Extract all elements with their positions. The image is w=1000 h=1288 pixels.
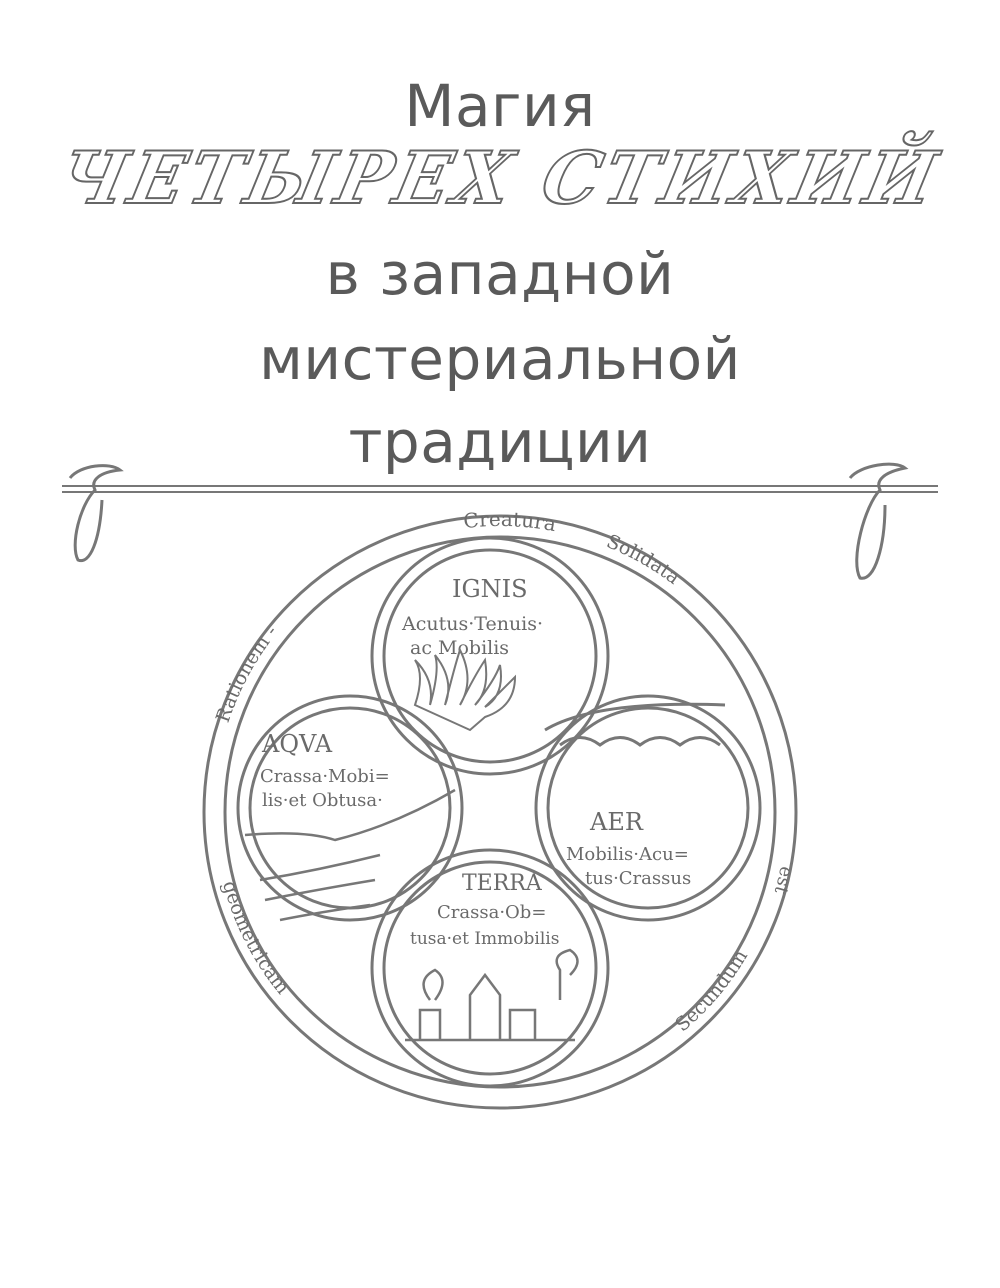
ignis-line-2: ac Mobilis: [410, 637, 509, 659]
aqua-line-2: lis·et Obtusa·: [262, 790, 383, 811]
aer-circle: AER Mobilis·Acu= tus·Crassus: [544, 702, 726, 889]
svg-text:Solidata: Solidata: [603, 530, 684, 589]
water-landscape-drawing: [244, 788, 456, 922]
title-line-1: Магия: [404, 72, 596, 140]
divider-rule: [62, 485, 938, 493]
aqua-circle: AQVA Crassa·Mobi= lis·et Obtusa·: [244, 730, 456, 922]
ignis-circle: IGNIS Acutus·Tenuis· ac Mobilis: [401, 575, 543, 732]
ring-text-solidata: Solidata: [603, 530, 684, 589]
aer-label: AER: [589, 808, 644, 836]
aer-line-2: tus·Crassus: [585, 868, 691, 889]
ignis-label: IGNIS: [452, 575, 528, 603]
ring-text-est: est: [770, 865, 797, 897]
ring-text-secundum: Secundum: [671, 946, 752, 1036]
aer-line-1: Mobilis·Acu=: [566, 844, 689, 865]
terra-line-1: Crassa·Ob=: [437, 902, 546, 923]
title-line-3: в западной: [325, 240, 675, 308]
terra-circle: TERRA Crassa·Ob= tusa·et Immobilis: [405, 871, 579, 1042]
title-line-4: мистериальной: [259, 325, 741, 393]
ignis-line-1: Acutus·Tenuis·: [401, 613, 543, 635]
element-circles: [236, 536, 762, 1088]
right-flourish-ornament: [848, 462, 909, 580]
left-flourish-ornament: [68, 464, 124, 563]
svg-text:est: est: [770, 865, 797, 897]
ring-text-creatura: Creatura: [462, 507, 558, 536]
ring-text-rationem: Rationem -: [212, 621, 282, 725]
terra-label: TERRA: [462, 871, 543, 896]
terra-line-2: tusa·et Immobilis: [410, 929, 559, 949]
svg-text:Creatura: Creatura: [462, 507, 558, 536]
title-line-5: традиции: [348, 408, 652, 476]
svg-text:Secundum: Secundum: [671, 946, 752, 1036]
svg-text:Rationem -: Rationem -: [212, 621, 282, 725]
town-drawing: [405, 948, 579, 1042]
clouds-drawing: [544, 702, 726, 747]
fire-drawing: [413, 647, 517, 732]
aqua-label: AQVA: [261, 730, 333, 758]
aqua-line-1: Crassa·Mobi=: [260, 766, 390, 787]
